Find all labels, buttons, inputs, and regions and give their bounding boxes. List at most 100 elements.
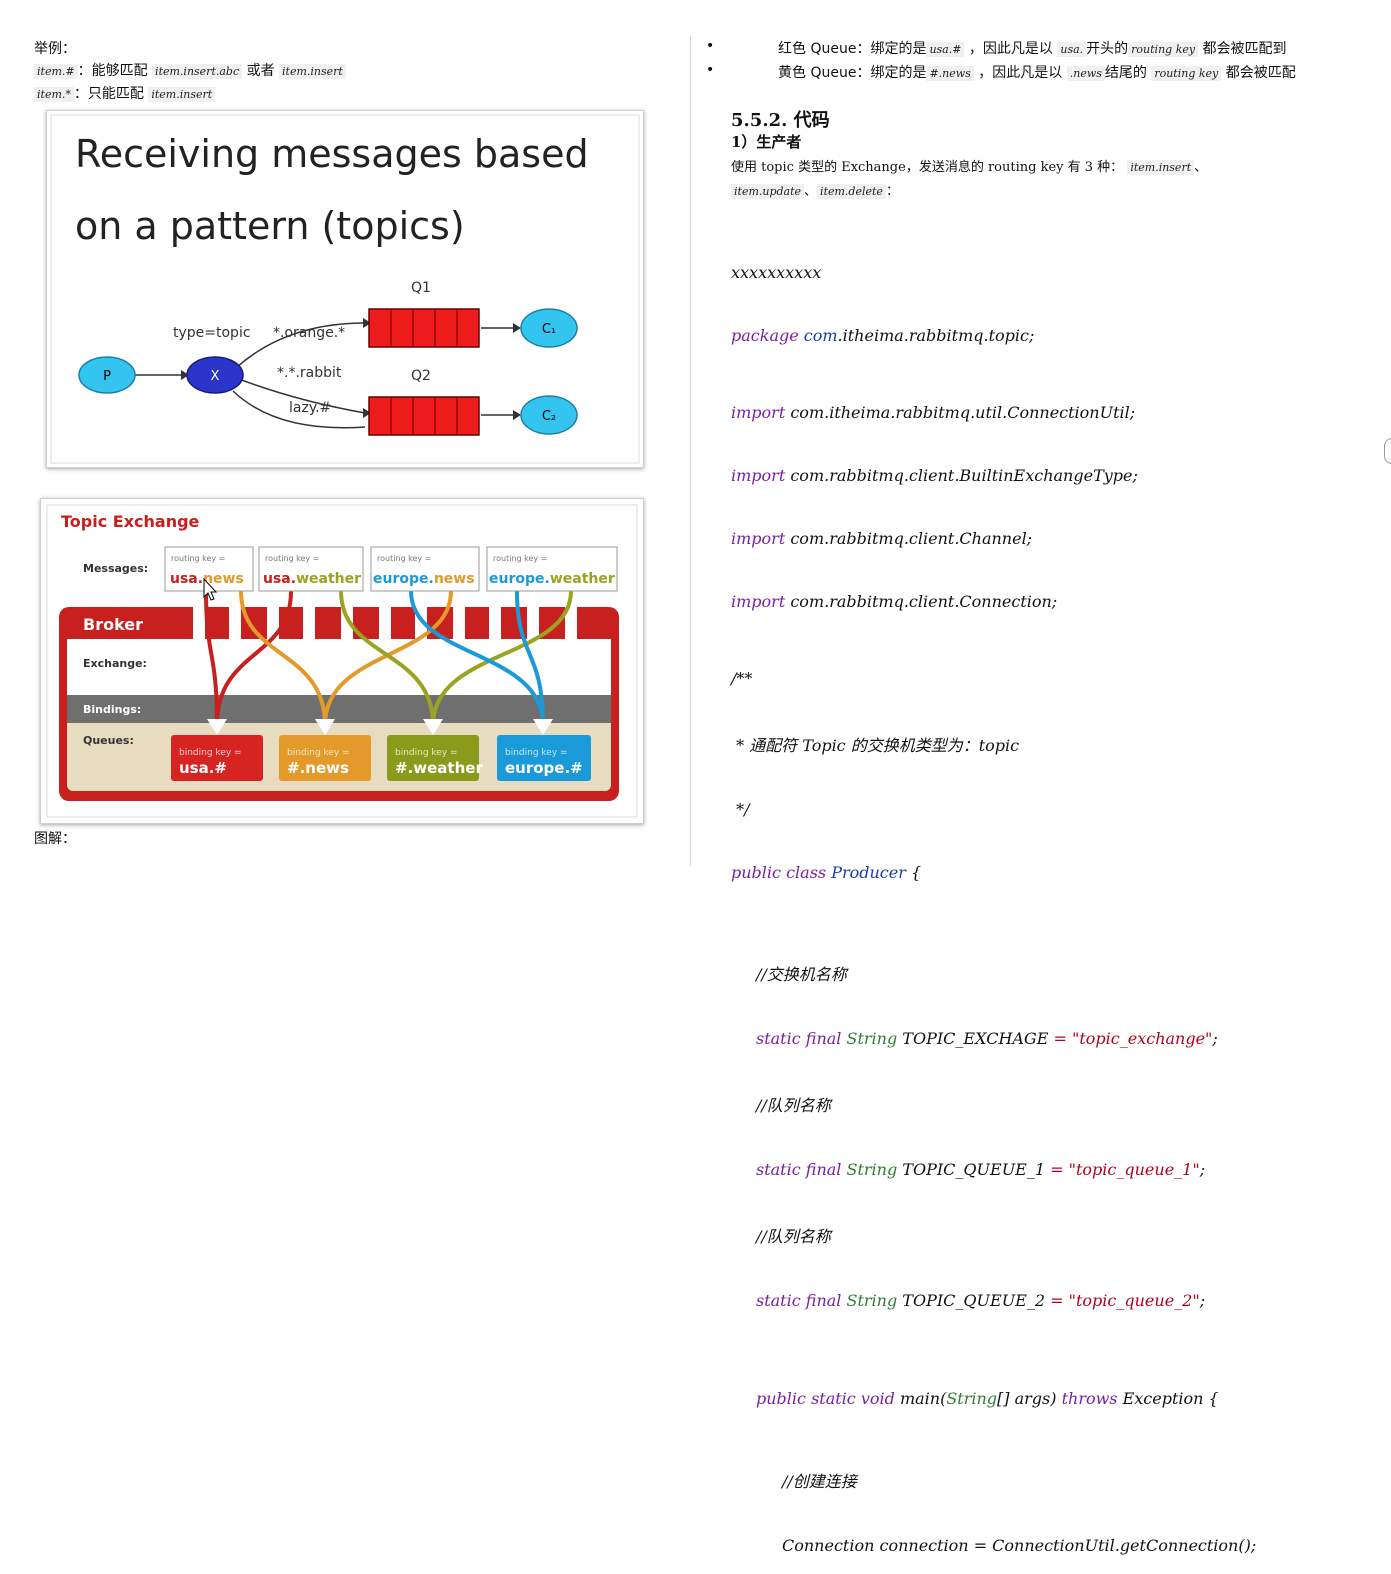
example-line-1: item.#：能够匹配 item.insert.abc 或者 item.inse… [34, 60, 346, 80]
text: com.rabbitmq.client.Channel; [790, 529, 1033, 548]
msg1-a: usa. [170, 571, 203, 587]
message-card-2: routing key = usa.weather [258, 546, 364, 592]
msg2-a: usa. [263, 571, 296, 587]
st: "topic_queue_2" [1068, 1291, 1200, 1310]
code-field-1: static final String TOPIC_EXCHAGE = "top… [731, 1029, 1256, 1048]
code-import-3: import com.rabbitmq.client.Channel; [731, 529, 1256, 548]
message-card-4: routing key = europe.weather [486, 546, 618, 592]
code-class-decl: public class Producer { [731, 863, 1256, 882]
caption: 图解： [34, 831, 76, 847]
mouse-cursor-icon [203, 577, 218, 601]
text: ： [885, 184, 899, 199]
bindings-label: Bindings: [83, 703, 141, 716]
queue-1-label: Q1 [411, 280, 431, 296]
text: Exception { [1117, 1389, 1219, 1408]
route-lazy: lazy.# [289, 400, 331, 416]
queue-news: binding key = #.news [279, 735, 371, 781]
messages-label: Messages: [83, 562, 148, 575]
consumer-2-node [520, 395, 578, 435]
kw: throws [1061, 1389, 1118, 1408]
code-field-2: static final String TOPIC_QUEUE_1 = "top… [731, 1160, 1256, 1179]
message-card-3: routing key = europe.news [370, 546, 480, 592]
description: 使用 topic 类型的 Exchange，发送消息的 routing key … [731, 156, 1207, 175]
msg4-b: weather [550, 571, 615, 587]
text: 结尾的 [1104, 65, 1147, 81]
msg2-b: weather [296, 571, 361, 587]
bk-prefix: binding key = [395, 748, 458, 758]
msg3-b: news [434, 571, 475, 587]
subsection-heading: 1）生产者 [731, 133, 802, 151]
msg4-a: europe. [489, 571, 550, 587]
st: "topic_exchange" [1072, 1029, 1213, 1048]
text: 、 [1194, 160, 1208, 175]
kw: import [731, 466, 786, 485]
bullet-dot: • [706, 62, 715, 78]
text: 、 [804, 184, 818, 199]
svg-text:usa.weather: usa.weather [263, 571, 361, 587]
text: main( [894, 1389, 947, 1408]
queue-2 [368, 396, 480, 436]
bk-prefix: binding key = [287, 748, 350, 758]
text-or: 或者 [246, 63, 275, 79]
kw: public class [731, 863, 827, 882]
text: ，因此凡是以 [968, 41, 1053, 57]
text: 黄色 Queue：绑定的是 [778, 65, 927, 81]
text: com.rabbitmq.client.BuiltinExchangeType; [790, 466, 1138, 485]
queue-2-label: Q2 [411, 368, 431, 384]
rk-prefix: routing key = [493, 554, 547, 563]
svg-text:europe.weather: europe.weather [489, 571, 615, 587]
exchange-label-2: Exchange: [83, 657, 147, 670]
code-comment-4: //创建连接 [782, 1472, 857, 1491]
message-card-1: routing key = usa.news [164, 546, 254, 592]
text: ：能够匹配 [77, 63, 148, 79]
text: ; [1199, 1160, 1206, 1179]
topic-exchange-diagram: Topic Exchange Messages: Broker Exchange… [40, 498, 644, 824]
producer-label: P [103, 369, 111, 384]
broker-gaps [193, 607, 577, 639]
code-import-4: import com.rabbitmq.client.Connection; [731, 592, 1256, 611]
text: 红色 Queue：绑定的是 [778, 41, 927, 57]
queue-europe-key: europe.# [505, 759, 583, 777]
queue-1 [368, 308, 480, 348]
consumer-1-label: C₁ [542, 322, 556, 337]
code-comment-3: //队列名称 [756, 1227, 831, 1246]
code-import-1: import com.itheima.rabbitmq.util.Connect… [731, 403, 1256, 422]
msg3-a: europe. [373, 571, 434, 587]
exchange-label: X [211, 369, 220, 384]
text: [] args) [997, 1389, 1062, 1408]
text: 开头的 [1086, 41, 1129, 57]
topics-diagram-svg: Receiving messages based on a pattern (t… [50, 114, 640, 464]
text: ; [1199, 1291, 1206, 1310]
ty: String [846, 1291, 898, 1310]
code-routing-key: routing key [1151, 66, 1222, 81]
code-doc-2: * 通配符 Topic 的交换机类型为：topic [731, 736, 1020, 755]
diagram-title-2: on a pattern (topics) [75, 204, 465, 248]
text: TOPIC_EXCHAGE [897, 1029, 1054, 1048]
code-item-delete: item.delete [817, 184, 886, 199]
topic-exchange-svg: Topic Exchange Messages: Broker Exchange… [46, 504, 638, 818]
broker-label: Broker [83, 615, 143, 634]
route-rabbit: *.*.rabbit [277, 365, 342, 381]
code-item-star: item.* [34, 87, 74, 102]
kw: import [731, 592, 786, 611]
code-item-insert-abc: item.insert.abc [152, 64, 243, 79]
ty: String [846, 1160, 898, 1179]
code-usa-hash: usa.# [926, 42, 965, 57]
side-scroll-handle[interactable] [1384, 438, 1391, 464]
text: ：只能匹配 [73, 86, 144, 102]
svg-text:usa.news: usa.news [170, 571, 244, 587]
rk-prefix: routing key = [171, 554, 225, 563]
queue-weather-key: #.weather [395, 759, 483, 777]
rk-prefix: routing key = [377, 554, 431, 563]
code-main-decl: public static void main(String[] args) t… [731, 1389, 1256, 1408]
code-comment-1: //交换机名称 [756, 965, 847, 984]
code-field-3: static final String TOPIC_QUEUE_2 = "top… [731, 1291, 1256, 1310]
example-label: 举例： [34, 41, 76, 57]
code-item-insert: item.insert [1127, 160, 1195, 175]
text: 都会被匹配 [1225, 65, 1296, 81]
type-label: type=topic [173, 325, 251, 341]
code-item-insert: item.insert [148, 87, 216, 102]
kw: package [731, 326, 799, 345]
bk-prefix: binding key = [179, 748, 242, 758]
